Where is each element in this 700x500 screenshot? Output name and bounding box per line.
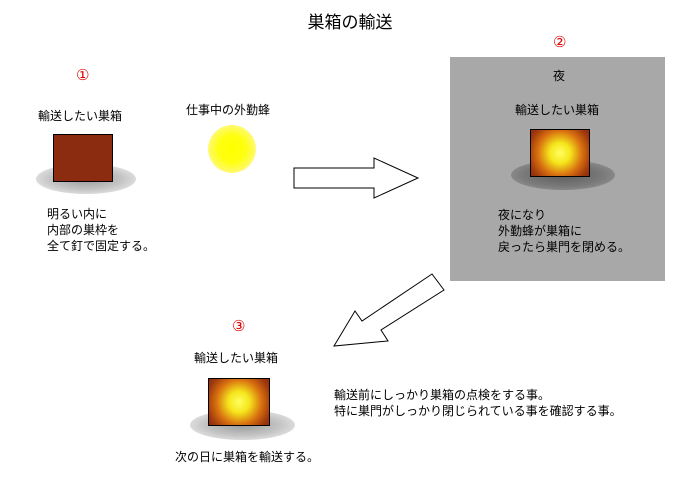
forager-bee-glow [208, 125, 256, 173]
step-1-hive-box [53, 134, 113, 182]
step-1-bee-label: 仕事中の外勤蜂 [186, 103, 271, 117]
step-2-desc-line: 外勤蜂が巣箱に [498, 224, 583, 238]
step-3-hive-box [208, 378, 270, 426]
step-2-description: 夜になり 外勤蜂が巣箱に 戻ったら巣門を閉める。 [498, 207, 630, 255]
arrow-right-shape [293, 157, 420, 199]
step-2-desc-line: 夜になり [498, 208, 547, 222]
step-1-desc-line: 明るい内に [47, 207, 108, 221]
step-1-hive-label: 輸送したい巣箱 [38, 109, 123, 123]
page-title: 巣箱の輸送 [307, 13, 393, 33]
step-1-number: ① [76, 66, 90, 84]
step-2-desc-line: 戻ったら巣門を閉める。 [498, 240, 631, 254]
arrow-down-left-shape [333, 273, 445, 347]
step-2-hive-box [530, 129, 590, 177]
step-2-number: ② [553, 33, 567, 51]
step-3-desc-line: 次の日に巣箱を輸送する。 [175, 450, 320, 464]
step-2-hive-label: 輸送したい巣箱 [515, 103, 600, 117]
step-3-number: ③ [232, 317, 246, 335]
step-1-desc-line: 全て釘で固定する。 [47, 239, 156, 253]
inspection-note: 輸送前にしっかり巣箱の点検をする事。 特に巣門がしっかり閉じられている事を確認す… [334, 387, 622, 419]
note-line: 特に巣門がしっかり閉じられている事を確認する事。 [334, 404, 622, 418]
night-label: 夜 [553, 69, 566, 83]
step-1-description: 明るい内に 内部の巣枠を 全て釘で固定する。 [47, 206, 155, 254]
step-1-desc-line: 内部の巣枠を [47, 223, 120, 237]
note-line: 輸送前にしっかり巣箱の点検をする事。 [334, 388, 551, 402]
step-3-description: 次の日に巣箱を輸送する。 [175, 449, 319, 465]
step-3-hive-label: 輸送したい巣箱 [194, 351, 279, 365]
